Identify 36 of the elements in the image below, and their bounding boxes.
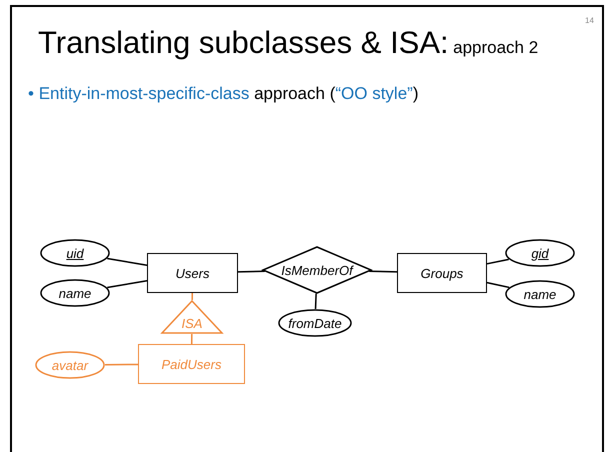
attribute-ellipse xyxy=(35,351,105,379)
attribute-ellipse xyxy=(505,280,575,308)
connector-line xyxy=(369,270,398,273)
relationship-diamond xyxy=(262,246,372,294)
connector-line xyxy=(190,334,193,344)
attribute-ellipse xyxy=(505,239,575,267)
attribute-ellipse xyxy=(40,279,110,307)
page-number: 14 xyxy=(585,16,594,25)
connector-line xyxy=(104,364,138,366)
node-label: uid xyxy=(66,246,84,260)
entity-box xyxy=(147,253,238,293)
connector-line xyxy=(191,292,194,300)
node-label: PaidUsers xyxy=(162,356,222,372)
bullet-text: • Entity-in-most-specific-class approach (“OO style”) xyxy=(28,84,418,104)
entity-box xyxy=(397,253,487,293)
slide-subtitle: approach 2 xyxy=(453,38,538,57)
slide-title: Translating subclasses & ISA: xyxy=(38,25,449,60)
entity-box xyxy=(138,344,245,384)
node-label: Users xyxy=(176,266,210,280)
connector-line xyxy=(238,270,265,273)
node-label: IsMemberOf xyxy=(281,262,353,278)
attribute-ellipse xyxy=(278,309,352,337)
node-label: ISA xyxy=(182,316,202,331)
connector-line xyxy=(107,258,148,266)
node-label: name xyxy=(524,286,556,302)
node-label: gid xyxy=(531,246,549,260)
attribute-ellipse xyxy=(40,239,110,267)
isa-triangle xyxy=(161,300,223,334)
connector-line xyxy=(486,282,510,288)
node-label: fromDate xyxy=(288,316,342,330)
connector-line xyxy=(314,294,317,310)
connector-line xyxy=(486,258,509,265)
node-label: name xyxy=(58,286,92,300)
node-label: Groups xyxy=(420,266,464,280)
connector-line xyxy=(107,280,148,288)
node-label: avatar xyxy=(52,358,88,372)
